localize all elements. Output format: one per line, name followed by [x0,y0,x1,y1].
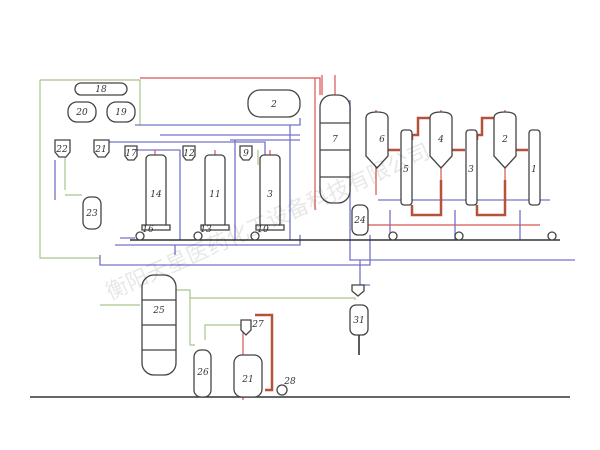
label-7: 7 [332,135,338,145]
column-25: 25 [141,274,177,376]
tank-2-top: 2 [247,89,301,118]
filter-27: 27 [240,319,264,336]
label-16: 16 [142,225,154,235]
column-5: 5 [400,129,413,206]
label-21-filter: 21 [94,145,106,155]
label-28: 28 [283,377,296,387]
label-1: 1 [531,165,537,175]
green-pipelines [39,79,356,346]
tank-23: 23 [82,196,102,230]
label-21: 21 [241,375,253,385]
label-19: 19 [115,108,127,118]
pump-13: 13 [193,225,212,241]
column-7: 7 [319,94,351,204]
label-2: 2 [501,135,508,145]
pump-28: 28 [276,377,296,396]
column-1: 1 [528,129,541,206]
tank-19: 19 [106,101,136,123]
label-27: 27 [251,320,264,330]
label-5: 5 [403,165,409,175]
label-3: 3 [468,165,474,175]
brown-pipelines [255,116,528,392]
filter-9: 9 [239,145,253,161]
label-9: 9 [243,149,249,159]
tank-31: 31 [349,284,369,355]
pump-16: 16 [135,225,154,241]
label-17: 17 [125,149,137,159]
tank-24: 24 [351,204,369,236]
label-2-top: 2 [270,100,277,110]
tank-20: 20 [67,101,97,123]
label-24: 24 [353,216,366,226]
evaporator-14: 14 [141,154,171,231]
label-31: 31 [353,316,364,326]
label-10: 10 [257,225,269,235]
separator-6: 6 [365,111,389,169]
tank-26: 26 [193,349,212,398]
label-11: 11 [209,190,220,200]
label-6: 6 [379,135,385,145]
pump-10: 10 [250,225,269,241]
evaporator-11: 11 [200,154,230,231]
pumps-right [388,231,557,241]
separator-4: 4 [429,111,453,169]
label-25: 25 [152,306,165,316]
tank-21: 21 [233,354,263,398]
blue-pipelines [54,100,575,286]
label-14: 14 [150,190,162,200]
label-12: 12 [183,149,195,159]
filter-12: 12 [182,145,196,161]
label-22: 22 [55,145,68,155]
label-23: 23 [85,209,98,219]
process-lines [30,239,570,398]
label-26: 26 [196,368,209,378]
label-20: 20 [75,108,88,118]
evaporator-3-left: 3 [255,154,285,231]
label-13: 13 [200,225,212,235]
filter-22: 22 [54,139,71,158]
label-4: 4 [437,135,444,145]
filter-17: 17 [124,145,138,161]
label-3-left: 3 [267,190,273,200]
heat-exchanger-18: 18 [74,82,128,96]
column-3: 3 [465,129,478,206]
filter-21: 21 [93,139,110,158]
label-18: 18 [95,85,107,95]
separator-2: 2 [493,111,517,169]
